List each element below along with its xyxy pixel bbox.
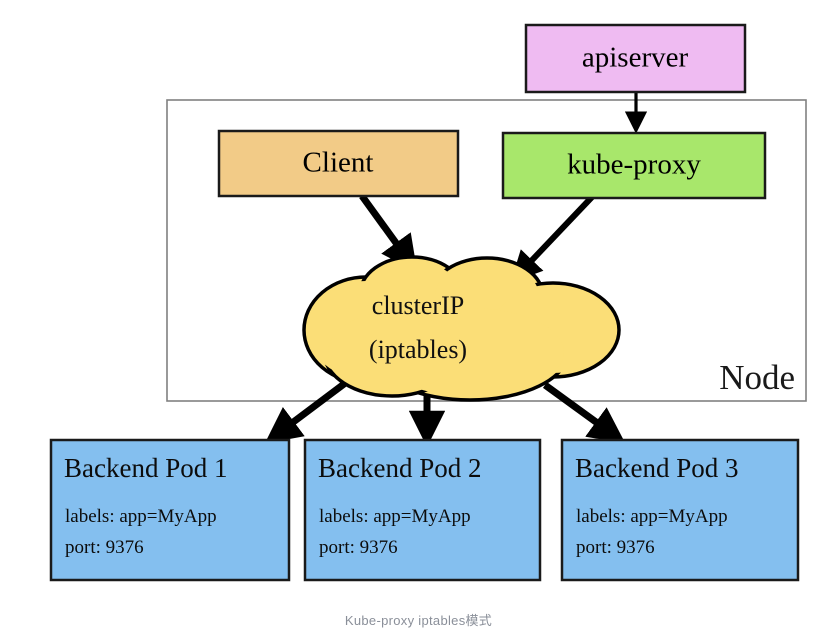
apiserver-box <box>524 23 747 94</box>
clusterip-label-line1: clusterIP <box>372 291 464 320</box>
pod-3-title: Backend Pod 3 <box>575 453 738 483</box>
pod-1-labels: labels: app=MyApp <box>65 506 217 527</box>
edge-kube-proxy-to-clusterip <box>510 194 595 283</box>
cloud-fill-overlay <box>308 261 615 396</box>
pod-3-box <box>560 438 800 582</box>
apiserver-label: apiserver <box>582 42 689 74</box>
client-label: Client <box>303 147 374 179</box>
apiserver-node[interactable]: apiserver <box>524 23 747 94</box>
clusterip-cloud-node[interactable]: clusterIP (iptables) <box>302 255 621 402</box>
node-container-label: Node <box>719 358 795 397</box>
client-node[interactable]: Client <box>217 129 460 198</box>
backend-pod-3[interactable]: Backend Pod 3 labels: app=MyApp port: 93… <box>560 438 800 582</box>
backend-pod-1[interactable]: Backend Pod 1 labels: app=MyApp port: 93… <box>49 438 291 582</box>
kube-proxy-box <box>501 131 767 200</box>
edge-client-to-clusterip <box>359 193 418 273</box>
pod-3-labels: labels: app=MyApp <box>576 506 728 527</box>
edge-clusterip-to-pod-3 <box>542 382 626 444</box>
edge-clusterip-to-pod-1 <box>264 375 355 444</box>
pod-1-box <box>49 438 291 582</box>
pod-1-title: Backend Pod 1 <box>64 453 227 483</box>
clusterip-label-line2: (iptables) <box>369 335 467 364</box>
pod-2-title: Backend Pod 2 <box>318 453 481 483</box>
diagram-caption: Kube-proxy iptables模式 <box>344 613 493 628</box>
pod-1-port: port: 9376 <box>65 537 144 558</box>
pod-2-labels: labels: app=MyApp <box>319 506 471 527</box>
client-box <box>217 129 460 198</box>
kube-proxy-label: kube-proxy <box>567 149 701 181</box>
pod-2-box <box>303 438 542 582</box>
backend-pod-2[interactable]: Backend Pod 2 labels: app=MyApp port: 93… <box>303 438 542 582</box>
pod-2-port: port: 9376 <box>319 537 398 558</box>
pod-3-port: port: 9376 <box>576 537 655 558</box>
kube-proxy-node[interactable]: kube-proxy <box>501 131 767 200</box>
